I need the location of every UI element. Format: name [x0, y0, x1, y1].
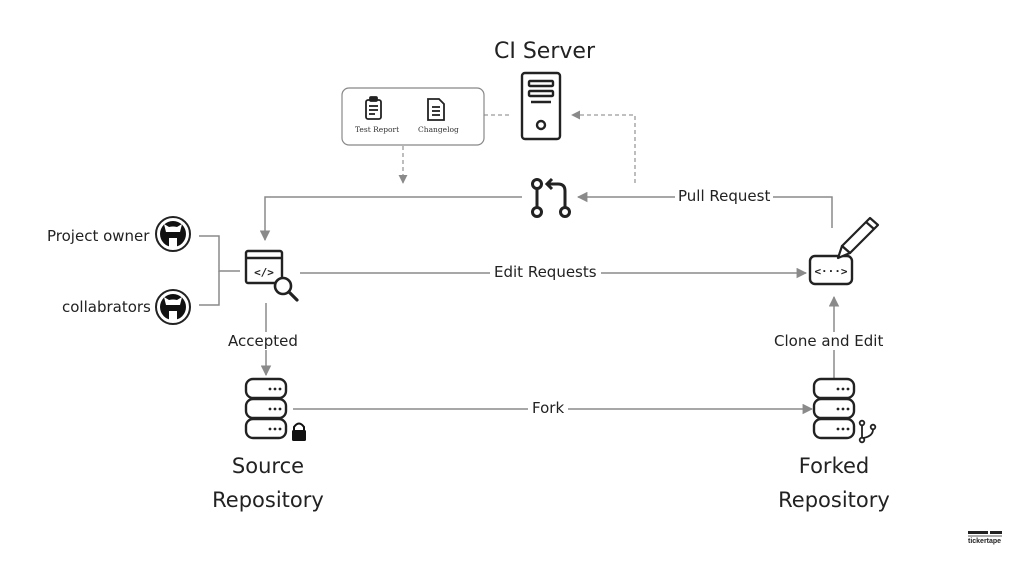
source-repository-line1: Source — [231, 454, 305, 478]
brand-label: tickertape — [968, 538, 1002, 545]
clipboard-icon — [365, 96, 382, 120]
pull-request-icon — [531, 177, 571, 218]
pull-request-to-server-connector — [571, 110, 636, 183]
test-report-label: Test Report — [355, 125, 400, 134]
pencil-icon — [836, 216, 880, 260]
code-search-icon: </> — [244, 249, 299, 302]
document-icon — [427, 98, 445, 121]
code-edit-icon: <···> — [808, 254, 854, 286]
forked-repository-line2: Repository — [778, 487, 890, 512]
github-icon — [155, 289, 191, 325]
branch-icon — [858, 419, 877, 444]
artifacts-box — [341, 87, 485, 146]
svg-text:</>: </> — [254, 266, 274, 279]
owner-connector — [199, 235, 240, 272]
source-repository-line2: Repository — [212, 487, 324, 512]
merge-to-source-connector — [259, 196, 522, 242]
database-icon — [244, 377, 288, 440]
changelog-label: Changelog — [418, 125, 459, 134]
lock-icon — [292, 422, 306, 441]
github-icon — [155, 216, 191, 252]
project-owner-label: Project owner — [47, 227, 150, 245]
pull-request-label: Pull Request — [675, 187, 774, 205]
database-icon — [812, 377, 856, 440]
ci-server-title: CI Server — [494, 39, 595, 64]
collaborators-label: collabrators — [62, 298, 151, 316]
accepted-label: Accepted — [226, 332, 300, 350]
collaborators-connector — [199, 271, 220, 306]
source-repository-title: Source Repository — [196, 450, 340, 517]
database-dots — [268, 387, 282, 431]
tickertape-logo — [968, 531, 1002, 537]
forked-repository-line1: Forked — [798, 454, 870, 478]
edit-requests-label: Edit Requests — [490, 263, 601, 281]
svg-text:<···>: <···> — [814, 265, 847, 278]
forked-repository-title: Forked Repository — [762, 450, 906, 517]
fork-label: Fork — [528, 399, 569, 417]
database-dots — [836, 387, 850, 431]
pull-request-connector — [576, 191, 833, 228]
clone-and-edit-label: Clone and Edit — [772, 332, 886, 350]
server-icon — [520, 71, 562, 141]
